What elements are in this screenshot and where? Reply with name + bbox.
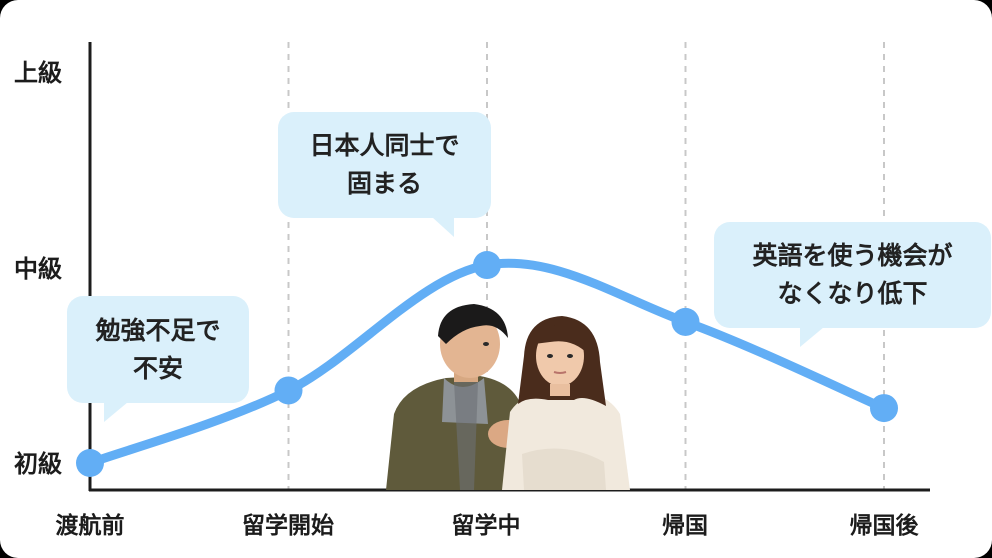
data-point-2 — [274, 376, 303, 405]
y-tick-label-upper: 上級 — [14, 59, 62, 87]
x-tick-label-after-return: 帰国後 — [849, 513, 919, 539]
x-tick-label-return: 帰国 — [662, 513, 708, 539]
annotation-text: 英語を使う機会が — [752, 241, 953, 270]
annotation-text: 日本人同士で — [309, 131, 460, 160]
annotation-text: 不安 — [132, 353, 183, 383]
couple-illustration — [386, 304, 630, 490]
y-tick-label-middle: 中級 — [14, 255, 62, 283]
data-point-5 — [870, 394, 898, 423]
annotation-text: なくなり低下 — [777, 279, 928, 308]
bubble-tail — [800, 327, 824, 347]
x-tick-label-before-departure: 渡航前 — [55, 513, 125, 539]
annotation-bubble-japanese-group: 日本人同士で 固まる — [278, 112, 491, 218]
annotation-bubble-anxious: 勉強不足で 不安 — [67, 296, 249, 403]
bubble-tail — [104, 402, 128, 422]
x-tick-label-during-study: 留学中 — [451, 513, 521, 539]
annotation-text: 勉強不足で — [95, 315, 221, 345]
x-tick-label-study-start: 留学開始 — [242, 513, 334, 539]
data-point-1 — [76, 449, 104, 477]
y-tick-label-beginner: 初級 — [14, 450, 62, 478]
annotation-text: 固まる — [346, 169, 422, 198]
data-point-3 — [473, 251, 501, 280]
bubble-tail — [432, 217, 454, 237]
data-point-4 — [671, 307, 700, 336]
annotation-bubble-decline: 英語を使う機会が なくなり低下 — [714, 222, 991, 328]
